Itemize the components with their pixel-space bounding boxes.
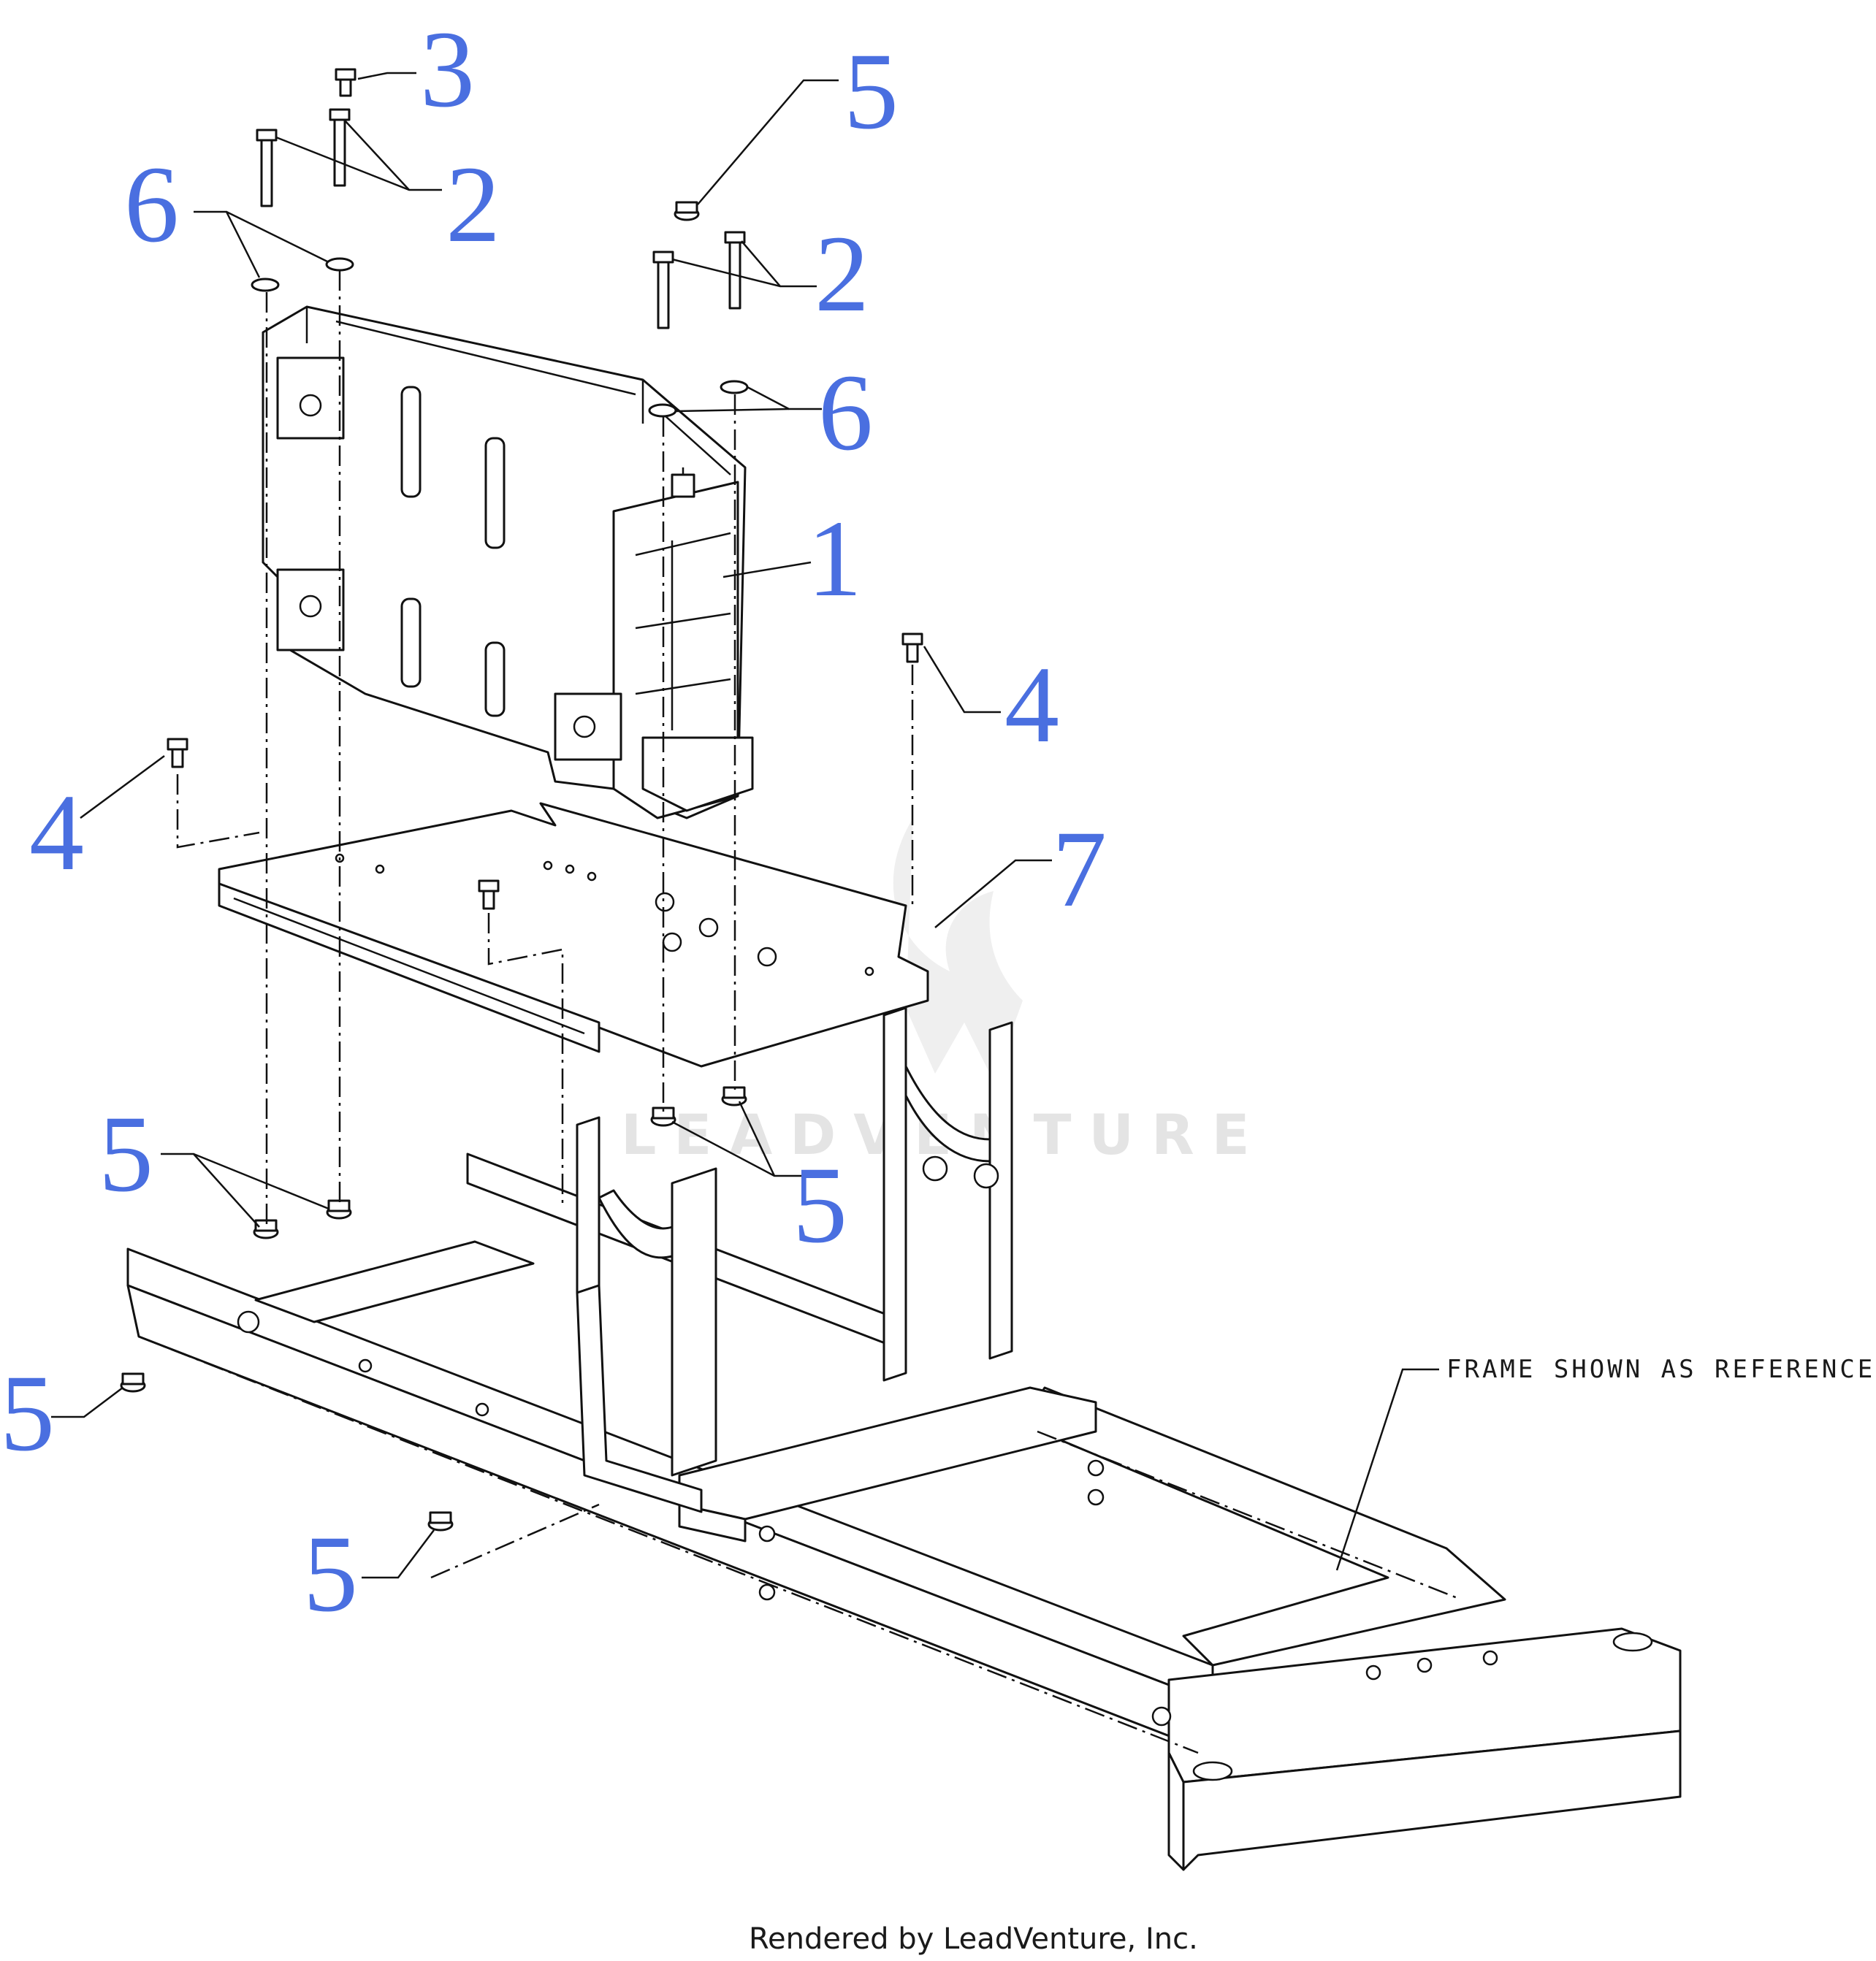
callout-1: 1 <box>807 498 862 619</box>
washer-item-6-b <box>325 257 354 272</box>
callout-5-top: 5 <box>844 31 899 152</box>
bolt-item-4-a <box>167 738 188 768</box>
callout-3: 3 <box>420 9 475 130</box>
callout-5-mid: 5 <box>793 1144 847 1266</box>
footer-credit: Rendered by LeadVenture, Inc. <box>749 1922 1198 1956</box>
battery-assembly <box>262 305 754 819</box>
bolt-plate <box>478 879 500 910</box>
bolt-item-2-b <box>329 108 351 187</box>
callout-5-left: 5 <box>99 1093 153 1215</box>
bolt-item-3 <box>335 68 356 97</box>
nut-item-5-frame-a <box>120 1372 146 1393</box>
bolt-item-2-a <box>256 129 278 207</box>
callout-6-right: 6 <box>818 352 873 473</box>
callout-2-top-left: 2 <box>446 144 500 265</box>
bolt-item-2-d <box>724 231 746 310</box>
washer-item-6-d <box>720 380 749 394</box>
center-lines <box>176 270 914 1227</box>
callout-7: 7 <box>1052 809 1107 930</box>
nut-item-5-mid-b <box>721 1086 747 1106</box>
bolt-item-4-b <box>901 632 923 663</box>
callouts: 3 2 6 5 2 6 1 4 4 7 5 5 5 5 <box>0 9 1107 1635</box>
callout-4-right: 4 <box>1004 644 1059 765</box>
nut-item-5-frame-b <box>427 1511 454 1532</box>
callout-5-frame-left: 5 <box>0 1353 55 1474</box>
frame-reference <box>126 1006 1682 1871</box>
watermark-logo-icon <box>893 818 1023 1081</box>
washer-item-6-c <box>648 403 677 418</box>
nut-item-5-mid-a <box>650 1106 676 1127</box>
nut-item-5-top <box>674 201 700 221</box>
callout-6-top-left: 6 <box>124 144 179 265</box>
mounting-plate <box>218 802 929 1068</box>
frame-note: FRAME SHOWN AS REFERENCE <box>1446 1355 1875 1384</box>
nut-item-5-left-b <box>326 1199 352 1220</box>
nut-item-5-left-a <box>253 1219 279 1239</box>
leader-lines <box>51 72 1439 1579</box>
callout-2-right: 2 <box>815 213 869 335</box>
bolt-item-2-c <box>652 251 674 329</box>
washer-item-6-a <box>251 278 280 292</box>
callout-5-frame-bottom: 5 <box>303 1513 358 1635</box>
callout-4-left: 4 <box>29 772 84 893</box>
